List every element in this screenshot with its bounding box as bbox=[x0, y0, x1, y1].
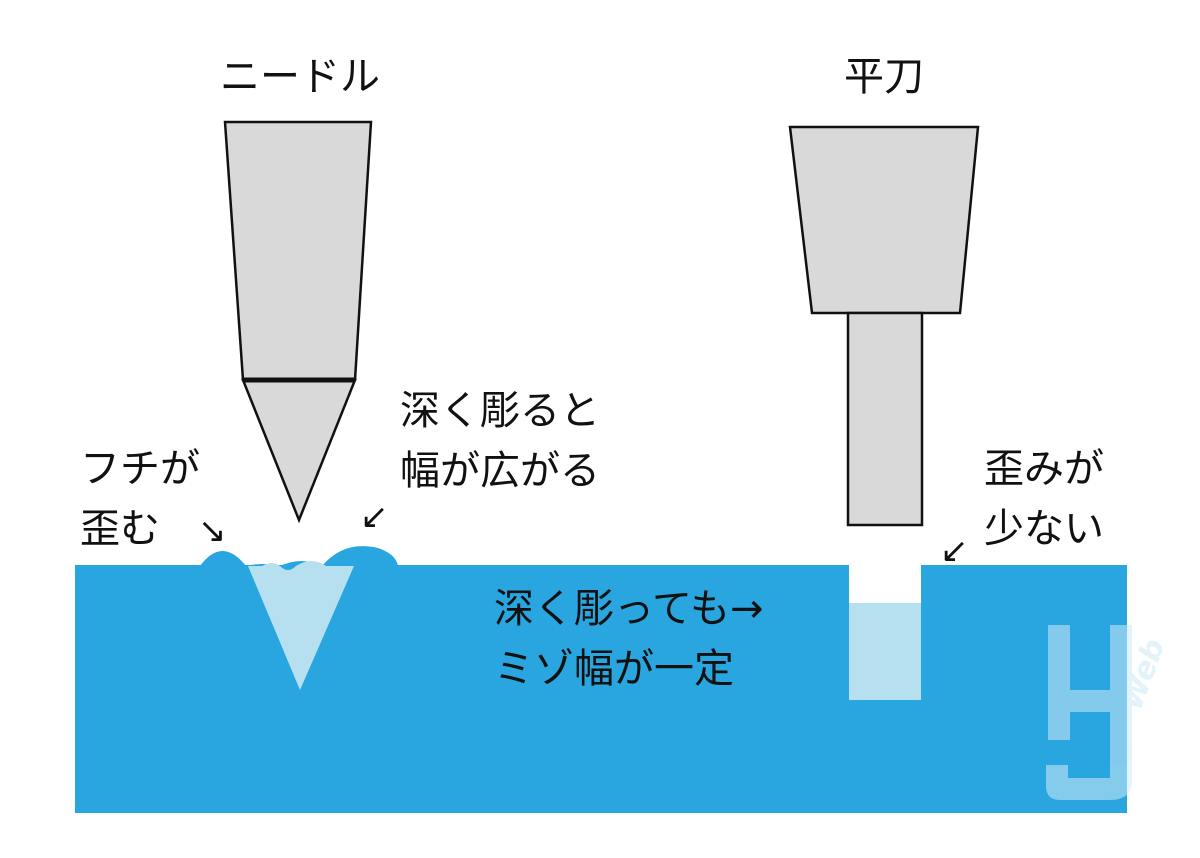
needle-rim-arrow: ↘ bbox=[198, 511, 227, 551]
needle-tool bbox=[223, 120, 373, 524]
needle-title: ニードル bbox=[220, 54, 380, 100]
material-surface bbox=[75, 565, 1127, 813]
watermark-h-shape bbox=[1046, 625, 1132, 800]
needle-rim-line1: フチが bbox=[80, 446, 200, 492]
needle-depth-line2: 幅が広がる bbox=[400, 448, 600, 494]
flat-blade-title: 平刀 bbox=[844, 54, 924, 100]
flat-distortion-line1: 歪みが bbox=[984, 446, 1104, 492]
watermark-logo: Web bbox=[1046, 625, 1172, 800]
needle-depth-line1: 深く彫ると bbox=[400, 388, 600, 434]
flat-depth-line2: ミゾ幅が一定 bbox=[494, 646, 734, 692]
flat-blade-tool bbox=[788, 125, 980, 527]
needle-depth-arrow: ↙ bbox=[360, 497, 389, 537]
needle-groove bbox=[200, 546, 398, 690]
flat-groove-cut bbox=[849, 603, 921, 700]
needle-rim-line2: 歪む bbox=[80, 506, 160, 552]
flat-groove-notch bbox=[849, 555, 921, 603]
annotation-needle-rim: フチが 歪む ↘ bbox=[80, 446, 227, 552]
flat-distortion-line2: 少ない bbox=[984, 506, 1104, 552]
annotation-needle-depth: 深く彫ると 幅が広がる ↙ bbox=[360, 388, 600, 537]
flat-blade-head bbox=[788, 125, 980, 315]
material-block bbox=[75, 546, 1127, 813]
flat-groove bbox=[849, 555, 921, 700]
needle-tip bbox=[241, 378, 357, 524]
annotation-flat-distortion: 歪みが 少ない ↙ bbox=[940, 446, 1104, 571]
needle-rim-bulge bbox=[200, 546, 398, 566]
flat-blade-shank bbox=[846, 311, 924, 527]
needle-groove-cut bbox=[248, 561, 354, 690]
flat-depth-line1: 深く彫っても→ bbox=[494, 586, 764, 632]
flat-distortion-arrow: ↙ bbox=[940, 531, 969, 571]
needle-shaft bbox=[223, 120, 373, 382]
annotation-flat-depth: 深く彫っても→ ミゾ幅が一定 bbox=[494, 586, 764, 692]
